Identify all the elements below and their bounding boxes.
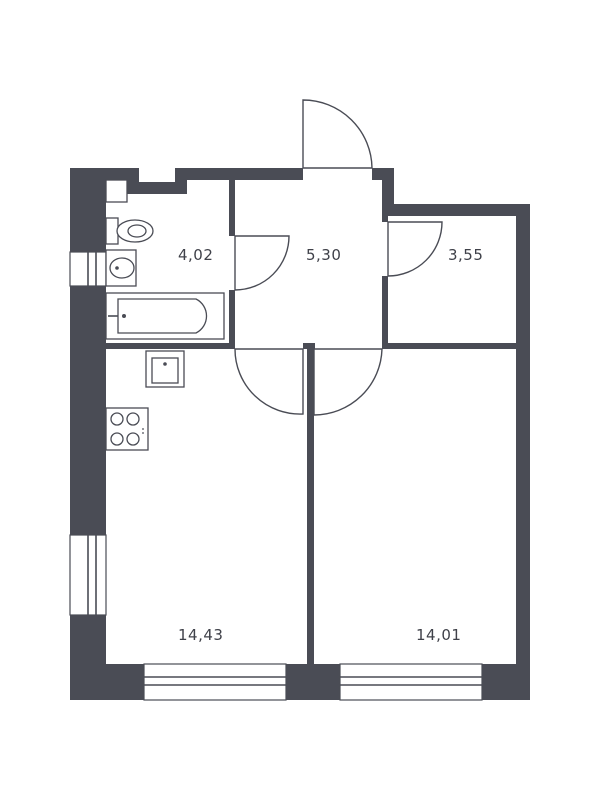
bathroom-area-label: 4,02 [178,246,213,264]
bathroom-fixtures [105,217,225,340]
kitchen-fixtures [105,350,185,451]
hallway-area-label: 5,30 [306,246,341,264]
ventilation-shaft [105,179,128,203]
windows [69,251,483,701]
doors [234,99,443,416]
toilet-tank [105,217,119,245]
interior-walls [106,180,516,664]
storage-area-label: 3,55 [448,246,483,264]
bedroom-area-label: 14,01 [416,626,461,644]
kitchen-living-area-label: 14,43 [178,626,223,644]
